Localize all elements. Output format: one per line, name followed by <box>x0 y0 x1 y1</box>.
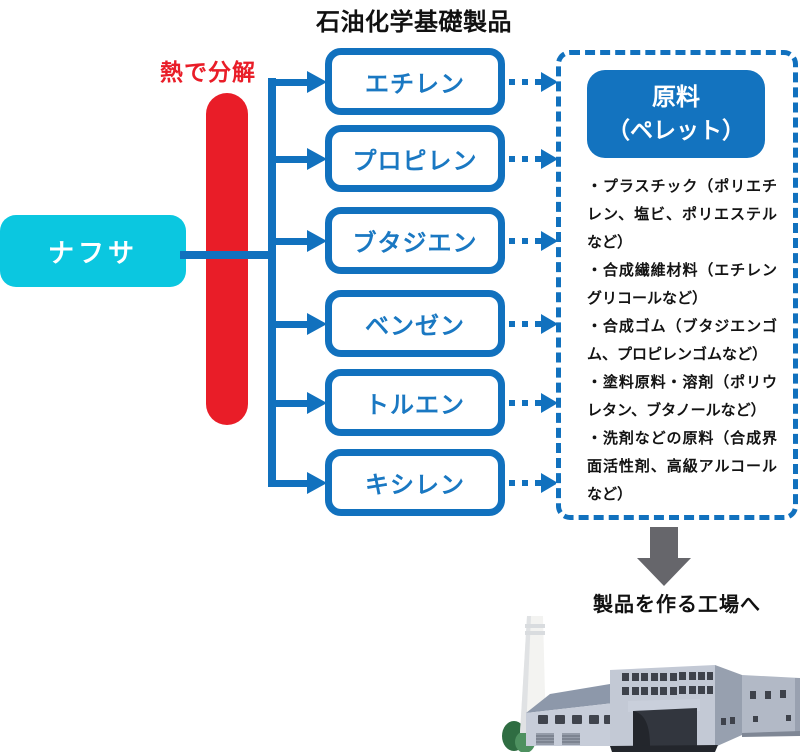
right-arrow-icon <box>307 71 327 93</box>
dotted-line <box>509 400 542 406</box>
dotted-line <box>509 156 542 162</box>
naphtha-connector-line <box>180 251 272 259</box>
materials-header-line2: （ペレット） <box>607 117 745 143</box>
materials-header-line1: 原料 <box>652 84 700 111</box>
product-label: プロピレン <box>352 148 478 175</box>
product-label: エチレン <box>365 71 465 98</box>
product-box-butadiene: ブタジエン <box>325 207 505 274</box>
right-arrow-icon <box>541 231 558 251</box>
right-arrow-icon <box>307 392 327 414</box>
bullet-item: ・塗料原料・溶剤（ポリウレタン、ブタノールなど） <box>587 374 777 419</box>
dotted-line <box>509 480 542 486</box>
dotted-line <box>509 321 542 327</box>
branch-line <box>270 238 310 245</box>
dotted-line <box>509 238 542 244</box>
thermal-cracking-bar <box>206 93 248 425</box>
product-label: トルエン <box>365 392 465 419</box>
materials-panel: 原料 （ペレット） ・プラスチック（ポリエチレン、塩ビ、ポリエステルなど） ・合… <box>556 50 798 520</box>
diagram-title: 石油化学基礎製品 <box>316 9 512 36</box>
bullet-item: ・洗剤などの原料（合成界面活性剤、高級アルコールなど） <box>587 430 777 503</box>
bullet-item: ・プラスチック（ポリエチレン、塩ビ、ポリエステルなど） <box>587 178 777 251</box>
product-box-xylene: キシレン <box>325 449 505 516</box>
right-arrow-icon <box>541 149 558 169</box>
right-arrow-icon <box>307 148 327 170</box>
branch-line <box>270 480 310 487</box>
materials-bullet-list: ・プラスチック（ポリエチレン、塩ビ、ポリエステルなど） ・合成繊維材料（エチレン… <box>587 173 777 509</box>
bullet-item: ・合成繊維材料（エチレングリコールなど） <box>587 262 777 307</box>
product-label: キシレン <box>365 472 465 499</box>
right-arrow-icon <box>541 72 558 92</box>
branch-line <box>270 321 310 328</box>
bullet-item: ・合成ゴム（ブタジエンゴム、プロピレンゴムなど） <box>587 318 777 363</box>
factory-caption: 製品を作る工場へ <box>593 594 761 616</box>
product-label: ベンゼン <box>365 313 465 340</box>
branch-line <box>270 156 310 163</box>
product-label: ブタジエン <box>352 230 478 257</box>
right-arrow-icon <box>541 314 558 334</box>
product-box-propylene: プロピレン <box>325 125 505 192</box>
materials-header-box: 原料 （ペレット） <box>587 70 765 158</box>
branch-line <box>270 79 310 86</box>
heat-decomposition-label: 熱で分解 <box>160 59 256 85</box>
right-arrow-icon <box>541 393 558 413</box>
branch-line <box>270 400 310 407</box>
right-arrow-icon <box>307 472 327 494</box>
right-arrow-icon <box>307 230 327 252</box>
factory-illustration-icon <box>502 616 800 752</box>
right-arrow-icon <box>541 473 558 493</box>
trunk-line <box>268 78 276 487</box>
naphtha-label: ナフサ <box>47 237 138 268</box>
dotted-line <box>509 79 542 85</box>
down-arrow-icon <box>637 527 691 586</box>
product-box-ethylene: エチレン <box>325 48 505 115</box>
right-arrow-icon <box>307 313 327 335</box>
naphtha-box: ナフサ <box>0 215 186 287</box>
product-box-benzene: ベンゼン <box>325 290 505 357</box>
product-box-toluene: トルエン <box>325 369 505 436</box>
